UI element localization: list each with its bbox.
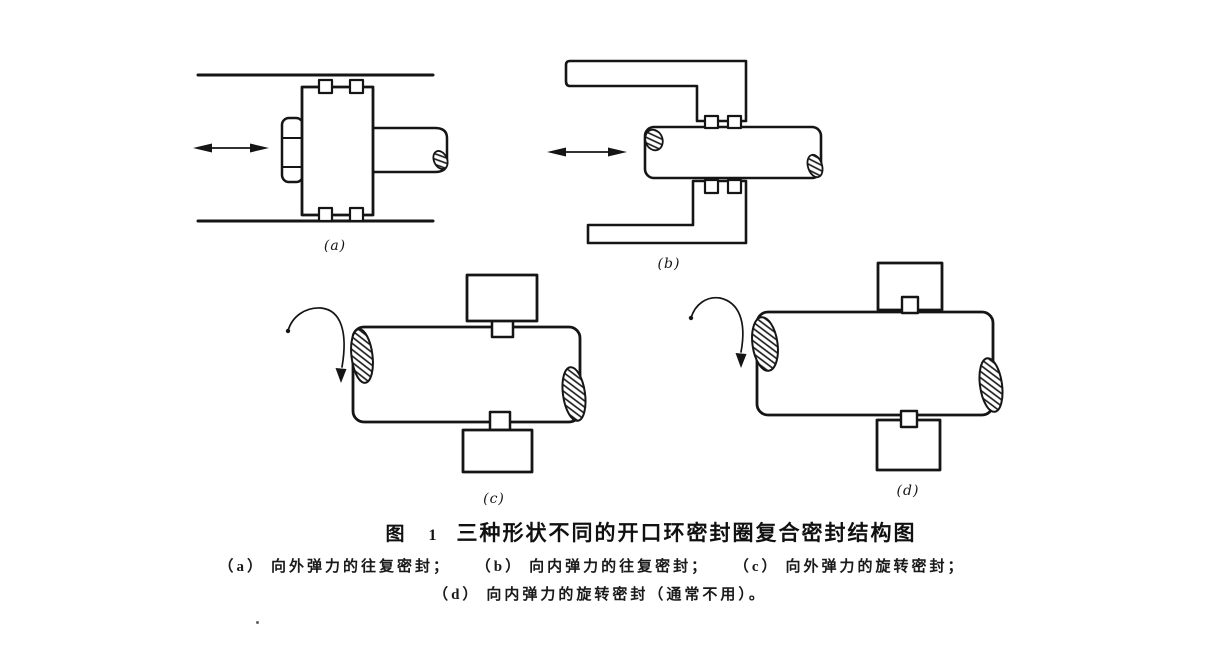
rotation-arrow-icon [688, 296, 747, 368]
caption-item-b-text: 向内弹力的往复密封； [529, 559, 710, 575]
shaft-hatch-section [644, 128, 664, 152]
caption-item-d-text: 向内弹力的旋转密封（通常不用）。 [486, 587, 767, 603]
housing-block-top [465, 273, 539, 323]
caption-item-c-text: 向外弹力的旋转密封； [785, 559, 966, 575]
figure-word: 图 [385, 524, 405, 545]
subfigure-d-drawing [688, 261, 1004, 472]
seal-ring [703, 114, 720, 130]
rod-shaft [371, 126, 449, 174]
figure-caption-title: 图 1 三种形状不同的开口环密封圈复合密封结构图 [385, 517, 916, 547]
shaft-hatch-section [561, 366, 587, 422]
subfigure-d: (d) [683, 258, 1013, 508]
rotation-arrow-icon [285, 307, 347, 383]
housing-gland-top [564, 59, 748, 123]
caption-line-2: （d） 向内弹力的旋转密封（通常不用）。 [433, 583, 767, 604]
seal-ring [488, 410, 512, 432]
bolt-head-facet-lines [281, 137, 304, 168]
caption-item-c: （c） 向外弹力的旋转密封； [734, 559, 966, 575]
figure-title-text: 三种形状不同的开口环密封圈复合密封结构图 [456, 522, 917, 545]
subfigure-a-label: (a) [323, 238, 347, 254]
seal-ring [317, 206, 334, 223]
housing-block-bottom [875, 418, 942, 472]
bolt-head [280, 116, 305, 184]
caption-item-a: （a） 向外弹力的往复密封； [218, 559, 451, 575]
caption-item-d-label: （d） [433, 587, 481, 603]
shaft-hatch-section [350, 328, 374, 384]
seal-ring [317, 78, 334, 95]
scan-speck [256, 621, 259, 624]
caption-item-b-label: （b） [475, 559, 524, 575]
subfigure-b-drawing [547, 59, 824, 245]
seal-ring [490, 318, 515, 339]
seal-ring [703, 178, 720, 195]
caption-line-1: （a） 向外弹力的往复密封； （b） 向内弹力的往复密封； （c） 向外弹力的旋转密封… [218, 555, 965, 576]
shaft-hatch-section [806, 153, 824, 179]
seal-ring [348, 206, 365, 223]
subfigure-a: (a) [185, 58, 465, 258]
caption-item-a-text: 向外弹力的往复密封； [270, 559, 451, 575]
seal-ring [726, 114, 743, 130]
seal-ring [899, 409, 919, 429]
housing-gland-bottom [586, 179, 748, 245]
subfigure-c-label: (c) [483, 491, 505, 507]
reciprocating-arrow-icon [547, 147, 627, 157]
shaft-hatch-section [432, 150, 449, 170]
caption-item-d: （d） 向内弹力的旋转密封（通常不用）。 [433, 587, 767, 603]
rotating-shaft [351, 325, 582, 424]
reciprocating-arrow-icon [193, 143, 269, 153]
caption-item-c-label: （c） [733, 559, 780, 575]
rod-shaft [643, 125, 823, 180]
piston-body [300, 85, 375, 217]
shaft-hatch-section [978, 357, 1004, 413]
subfigure-b: (b) [540, 52, 840, 282]
shaft-hatch-section [751, 316, 779, 372]
figure-number: 1 [428, 527, 437, 544]
seal-ring [726, 178, 743, 195]
subfigure-c: (c) [278, 270, 598, 515]
subfigure-c-drawing [285, 273, 587, 474]
caption-item-a-label: （a） [218, 559, 265, 575]
subfigure-a-drawing [193, 73, 449, 223]
caption-item-b: （b） 向内弹力的往复密封； [476, 559, 709, 575]
rotating-shaft [755, 310, 995, 417]
seal-ring [348, 78, 365, 95]
subfigure-d-label: (d) [896, 483, 920, 499]
seal-ring [900, 295, 920, 315]
subfigure-b-label: (b) [657, 256, 681, 272]
housing-block-bottom [461, 428, 534, 474]
